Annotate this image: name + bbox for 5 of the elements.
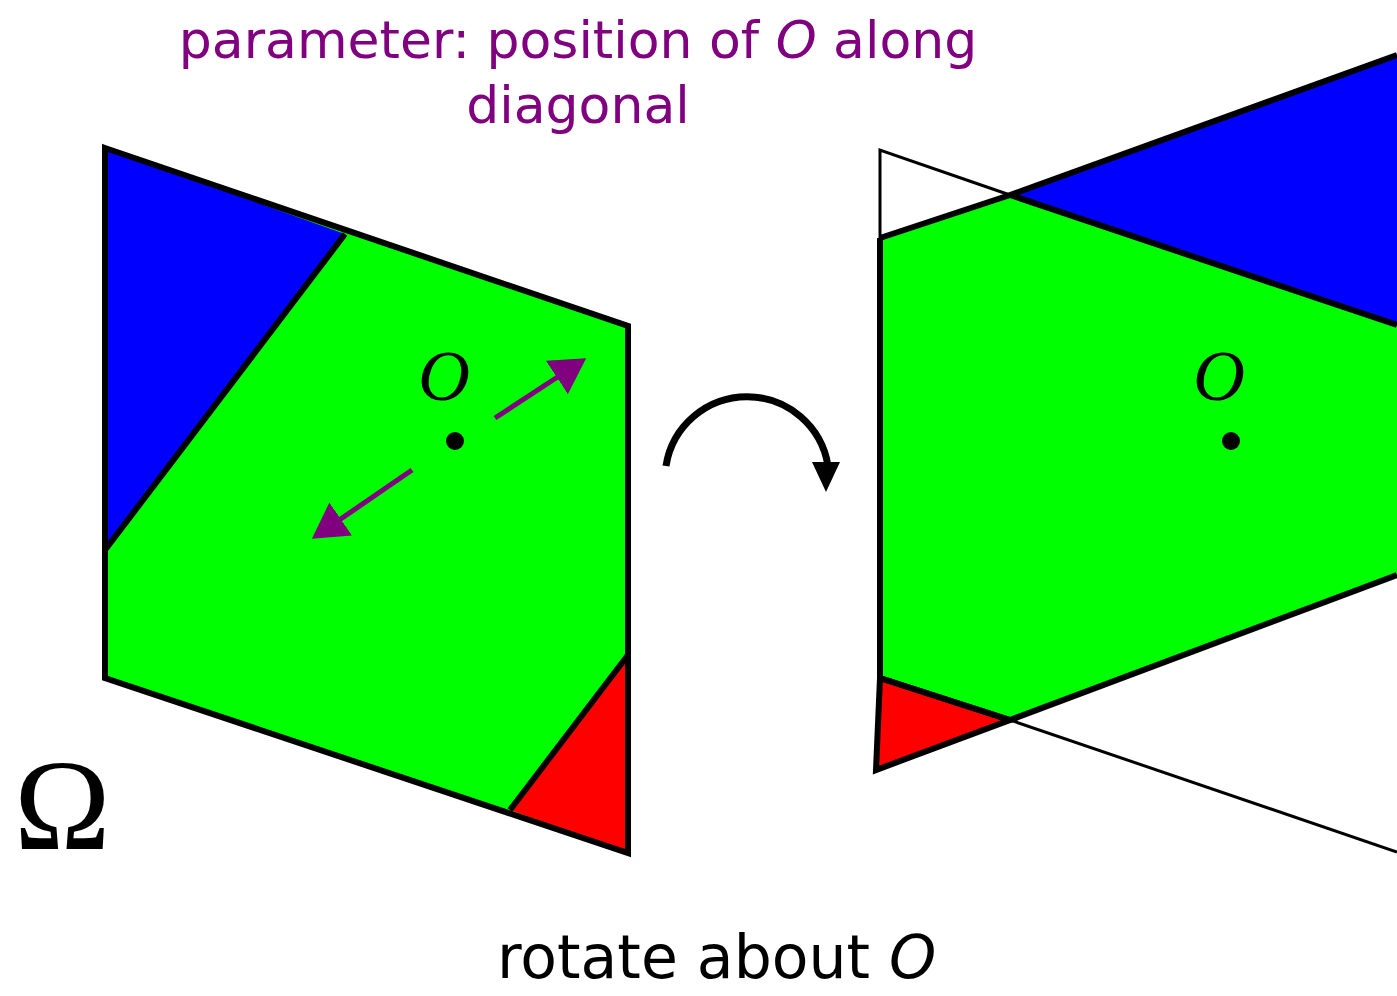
caption-text: rotate about O [497, 921, 937, 994]
point-label: O [1193, 340, 1245, 412]
annotation-text: parameter: position of O along diagonal [177, 9, 979, 137]
region-label: Ω [14, 740, 111, 870]
point-label: O [418, 340, 470, 412]
